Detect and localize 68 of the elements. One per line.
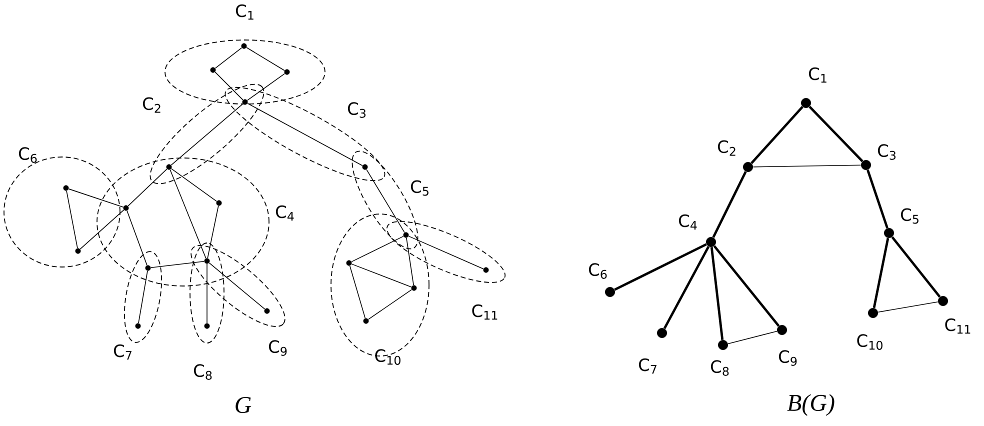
vertex-label: C$_{9}$ <box>779 350 797 366</box>
block-label: C$_{9}$ <box>269 340 287 356</box>
graph-edge <box>246 47 285 71</box>
graph-edge <box>712 171 747 238</box>
graph-edge <box>150 260 204 268</box>
vertex-dot <box>657 328 667 338</box>
vertex-label: C$_{2}$ <box>718 140 736 156</box>
graph-edge <box>713 245 780 327</box>
graph-edge <box>171 168 218 202</box>
block-label: C$_{2}$ <box>143 97 160 113</box>
graph-edge <box>808 106 864 162</box>
graph-edge <box>349 265 366 319</box>
graph-edge <box>170 169 206 259</box>
block-label: C$_{6}$ <box>19 147 37 163</box>
graph-edge <box>710 247 724 340</box>
vertex-dot <box>743 162 753 172</box>
graph-edge <box>663 246 710 329</box>
vertex-label: C$_{3}$ <box>878 144 896 160</box>
graph-edge <box>878 301 938 313</box>
vertex-label: C$_{5}$ <box>901 208 918 224</box>
graph-edge <box>128 168 168 206</box>
vertex-dot <box>938 296 948 306</box>
vertex-dot <box>777 325 787 335</box>
graph-edge <box>728 330 778 344</box>
graph-edge <box>866 170 888 228</box>
graph-edge <box>66 190 78 248</box>
graph-edge <box>406 238 414 286</box>
graph-edge <box>368 289 412 320</box>
vertex-label: C$_{8}$ <box>711 360 729 376</box>
graph-edge <box>752 164 862 168</box>
vertex-label: C$_{11}$ <box>945 318 970 334</box>
vertex-label: C$_{4}$ <box>679 214 697 230</box>
block-label: C$_{8}$ <box>194 364 212 380</box>
graph-edge <box>614 243 707 291</box>
block-label: C$_{5}$ <box>411 180 428 196</box>
graph-edge <box>207 206 219 259</box>
graph-edge <box>366 169 405 233</box>
vertex-label: C$_{7}$ <box>639 358 656 374</box>
block-label: C$_{7}$ <box>114 344 132 360</box>
graph-edge <box>351 264 412 288</box>
graph-edge <box>170 104 244 166</box>
vertex-dot <box>706 237 716 247</box>
vertex-label: C$_{10}$ <box>857 334 882 350</box>
graph-edge <box>351 236 404 262</box>
vertex-dot <box>868 308 878 318</box>
vertex-label: C$_{1}$ <box>809 67 826 83</box>
graph-caption: G <box>236 396 252 414</box>
vertex-dot <box>718 340 728 350</box>
graph-edge <box>247 73 285 101</box>
graph-edge <box>247 103 363 166</box>
block-label: C$_{3}$ <box>348 102 366 118</box>
graph-edge <box>891 236 941 298</box>
graph-edge <box>80 210 124 250</box>
block-label: C$_{11}$ <box>472 304 498 320</box>
vertex-dot <box>861 160 871 170</box>
graph-caption: B(G) <box>787 394 834 416</box>
vertex-dot <box>605 287 615 297</box>
graph-edge <box>214 47 242 69</box>
block-label: C$_{4}$ <box>276 205 294 221</box>
vertex-dot <box>801 98 811 108</box>
block-label: C$_{1}$ <box>236 4 254 20</box>
graph-edge <box>214 72 244 100</box>
graph-edge <box>750 106 804 164</box>
vertex-label: C$_{6}$ <box>589 263 607 279</box>
graph-edge <box>872 238 890 308</box>
vertex-dot <box>884 228 894 238</box>
graph-edge <box>68 188 124 208</box>
graph-edge <box>126 210 148 266</box>
